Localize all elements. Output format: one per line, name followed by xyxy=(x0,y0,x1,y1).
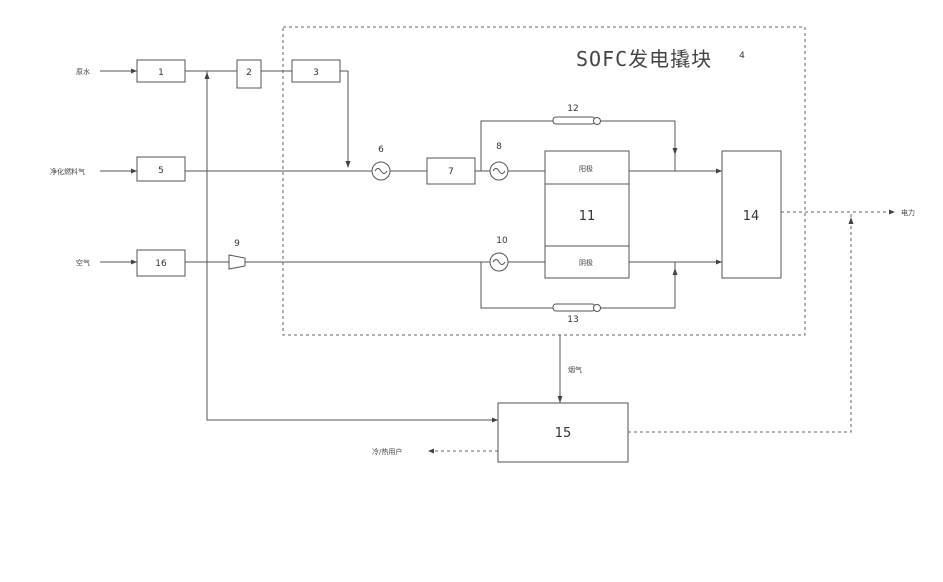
output-label-heat-user: 冷/热用户 xyxy=(372,447,402,456)
arrow-icon xyxy=(205,72,210,79)
arrow-icon xyxy=(428,449,434,454)
arrow-icon xyxy=(558,396,563,403)
component-12-label: 12 xyxy=(567,104,578,114)
arrow-icon xyxy=(346,161,351,168)
stack-cathode-label: 阴极 xyxy=(579,258,593,267)
component-14-label: 14 xyxy=(743,209,760,224)
arrow-icon xyxy=(716,260,722,265)
line-r1-down xyxy=(340,71,348,165)
component-6-label: 6 xyxy=(378,145,384,155)
component-7-label: 7 xyxy=(448,167,454,177)
arrow-icon xyxy=(131,169,137,174)
line-left-bypass xyxy=(207,71,498,420)
component-1-label: 1 xyxy=(158,68,164,78)
component-13-label: 13 xyxy=(567,315,578,325)
arrow-icon xyxy=(492,418,498,423)
component-3-label: 3 xyxy=(313,68,319,78)
skid-ref-number: 4 xyxy=(739,51,745,61)
component-12 xyxy=(553,117,595,124)
arrow-icon xyxy=(673,148,678,155)
arrow-icon xyxy=(889,210,895,215)
component-15-label: 15 xyxy=(555,426,572,441)
component-12-valve xyxy=(594,118,601,125)
component-9-label: 9 xyxy=(234,239,240,249)
component-8-label: 8 xyxy=(496,142,502,152)
component-2-label: 2 xyxy=(246,68,252,78)
arrow-icon xyxy=(131,69,137,74)
skid-title: SOFC发电撬块 xyxy=(576,47,712,71)
stack-anode-label: 阳极 xyxy=(579,164,593,173)
arrow-icon xyxy=(131,260,137,265)
input-label-natural-gas: 原水 xyxy=(76,67,90,76)
input-label-fuel-gas: 净化燃料气 xyxy=(50,167,85,176)
arrow-icon xyxy=(849,217,854,224)
component-13-valve xyxy=(594,305,601,312)
arrow-icon xyxy=(673,268,678,275)
arrow-icon xyxy=(716,169,722,174)
blower-9 xyxy=(229,255,245,269)
component-10-label: 10 xyxy=(496,236,508,246)
component-16-label: 16 xyxy=(155,259,167,269)
output-label-power: 电力 xyxy=(901,208,915,217)
component-11-label: 11 xyxy=(579,209,596,224)
component-5-label: 5 xyxy=(158,166,164,176)
input-label-air: 空气 xyxy=(76,258,90,267)
output-label-exhaust: 烟气 xyxy=(568,365,582,374)
component-13 xyxy=(553,304,595,311)
